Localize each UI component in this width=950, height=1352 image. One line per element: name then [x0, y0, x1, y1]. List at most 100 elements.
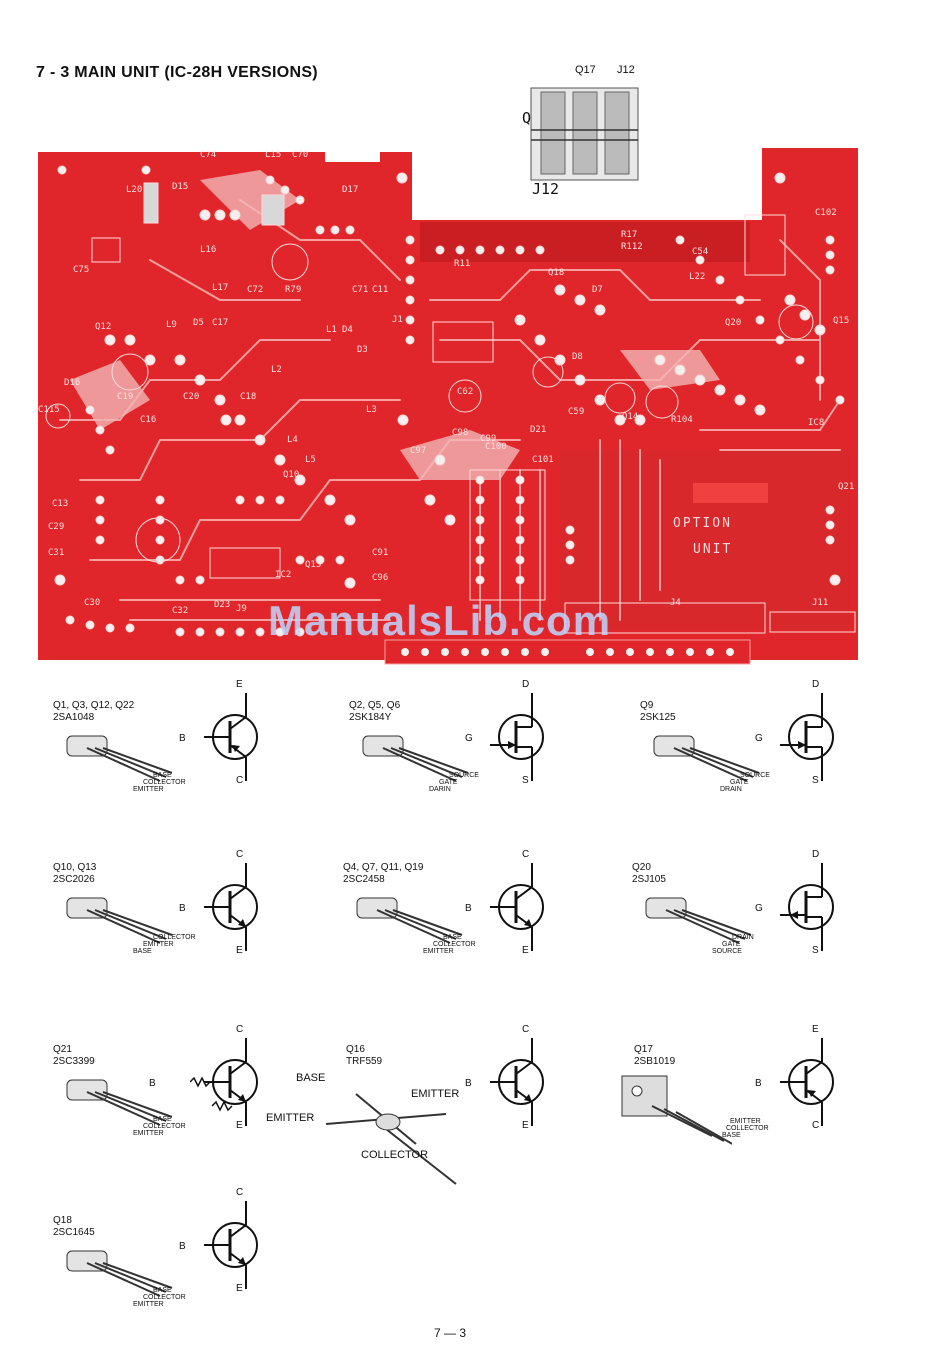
board-label-c20: C20 [183, 392, 200, 402]
terminal-label: B [179, 903, 186, 914]
package-drawing [645, 897, 752, 944]
board-label-q13: Q13 [305, 560, 322, 570]
board-label-c98: C98 [452, 428, 469, 438]
board-label-c13: C13 [52, 499, 69, 509]
transistor-designators: Q16 [346, 1044, 365, 1055]
transistor-designators: Q2, Q5, Q6 [349, 700, 401, 711]
board-label-d3: D3 [357, 345, 368, 355]
board-label-q10: Q10 [283, 470, 300, 480]
transistor-schematic-symbol [780, 693, 834, 781]
transistor-part-number: 2SK125 [640, 712, 676, 723]
page-title: 7 - 3 MAIN UNIT (IC-28H VERSIONS) [36, 64, 318, 81]
package-drawing [66, 1079, 173, 1126]
board-label-c17: C17 [212, 318, 229, 328]
terminal-label: E [236, 1120, 243, 1131]
transistor-schematic-symbol [204, 1201, 258, 1289]
terminal-label: E [236, 679, 243, 690]
terminal-label: B [465, 1078, 472, 1089]
terminal-label: S [812, 775, 819, 786]
board-label-c18: C18 [240, 392, 257, 402]
board-label-l1: L1 [326, 325, 337, 335]
board-label-l15: L15 [265, 150, 282, 160]
package-drawing [66, 735, 173, 782]
board-label-c91: C91 [372, 548, 389, 558]
board-label-c31: C31 [48, 548, 65, 558]
board-label-l3: L3 [366, 405, 377, 415]
board-label-c71: C71 [352, 285, 369, 295]
pin-label: COLLECTOR [143, 1123, 186, 1130]
terminal-label: C [812, 1120, 820, 1131]
board-label-d23: D23 [214, 600, 231, 610]
pin-label: COLLECTOR [143, 1294, 186, 1301]
transistor-schematic-symbol [490, 693, 544, 781]
board-label-q18: Q18 [548, 268, 565, 278]
pin-label: EMITTER [143, 941, 174, 948]
pin-label: DRAIN [720, 786, 742, 793]
pin-label: BASE [443, 934, 462, 941]
board-label-c96: C96 [372, 573, 389, 583]
transistor-designators: Q21 [53, 1044, 72, 1055]
pin-label: BASE [153, 772, 172, 779]
board-label-l4: L4 [287, 435, 298, 445]
transistor-schematic-symbol [204, 863, 258, 951]
inset-label-j12-top: J12 [617, 64, 635, 76]
transistor-schematic-symbol [190, 1038, 258, 1126]
board-label-q20: Q20 [725, 318, 742, 328]
board-label-c115: C115 [38, 405, 60, 415]
pin-label: COLLECTOR [726, 1125, 769, 1132]
board-label-d15: D15 [172, 182, 189, 192]
board-label-r104: R104 [671, 415, 693, 425]
board-label-q14: Q14 [622, 412, 639, 422]
terminal-label: G [465, 733, 473, 744]
transistor-schematic-symbol [780, 1038, 834, 1126]
pin-label: EMITTER [133, 786, 164, 793]
terminal-label: G [755, 733, 763, 744]
transistor-designators: Q9 [640, 700, 654, 711]
package-drawing [621, 1075, 732, 1145]
pin-label: EMITTER [266, 1112, 315, 1124]
pin-label: EMITTER [133, 1301, 164, 1308]
board-label-d8: D8 [572, 352, 583, 362]
terminal-label: C [236, 1024, 244, 1035]
board-label-l2: L2 [271, 365, 282, 375]
transistor-part-number: 2SB1019 [634, 1056, 676, 1067]
pin-label: EMITTER [411, 1088, 460, 1100]
pin-label: SOURCE [740, 772, 770, 779]
transistor-designators: Q4, Q7, Q11, Q19 [343, 862, 424, 873]
terminal-label: C [236, 1187, 244, 1198]
board-label-c75: C75 [73, 265, 90, 275]
pin-label: DRAIN [732, 934, 754, 941]
terminal-label: D [522, 679, 530, 690]
inset-label-q17-top: Q17 [575, 64, 596, 76]
terminal-label: B [465, 903, 472, 914]
package-drawing [356, 897, 463, 944]
pin-label: GATE [722, 941, 741, 948]
terminal-label: C [236, 849, 244, 860]
option-unit-label-1: OPTION [673, 516, 732, 531]
terminal-label: B [149, 1078, 156, 1089]
board-label-j4: J4 [670, 598, 681, 608]
q17-j12-inset [530, 87, 639, 181]
board-label-c100: C100 [485, 442, 507, 452]
board-label-c54: C54 [692, 247, 709, 257]
board-label-c32: C32 [172, 606, 189, 616]
board-label-c102: C102 [815, 208, 837, 218]
terminal-label: E [522, 1120, 529, 1131]
terminal-label: D [812, 849, 820, 860]
board-label-r17: R17 [621, 230, 638, 240]
terminal-label: C [522, 1024, 530, 1035]
transistor-part-number: TRF559 [346, 1056, 383, 1067]
pin-label: DARIN [429, 786, 451, 793]
transistor-part-number: 2SC3399 [53, 1056, 95, 1067]
pin-label: COLLECTOR [153, 934, 196, 941]
board-label-j11: J11 [812, 598, 829, 608]
pcb-board-diagram [38, 87, 858, 665]
pin-label: COLLECTOR [143, 779, 186, 786]
